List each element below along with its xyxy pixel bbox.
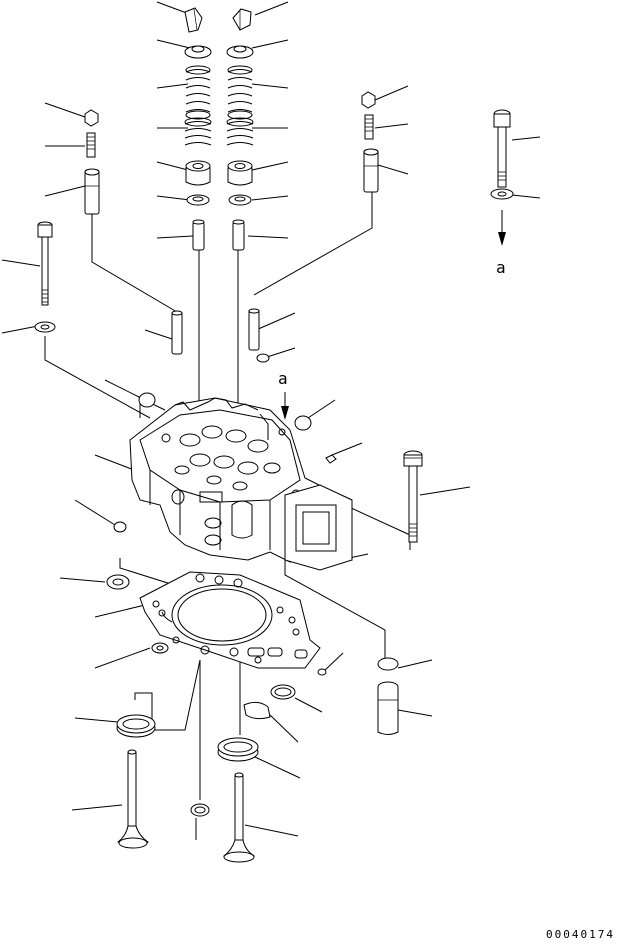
drawing-code: 00040174 [546, 928, 615, 941]
sleeve-lower-right [377, 681, 399, 735]
valves [117, 749, 255, 863]
valve-train-right [226, 8, 254, 251]
adjuster-parts-left [34, 109, 100, 333]
view-a-label-upper: a [278, 369, 288, 388]
valve-train-left [184, 7, 212, 251]
view-a-label-lower: a [496, 258, 506, 277]
leader-lines [1, 1, 541, 840]
adjuster-parts-right [361, 91, 514, 246]
cylinder-head [129, 392, 353, 571]
head-gasket [139, 571, 321, 669]
seal-rings [106, 574, 399, 720]
valve-seat-inserts [116, 714, 259, 817]
head-bolt-right [403, 450, 423, 543]
